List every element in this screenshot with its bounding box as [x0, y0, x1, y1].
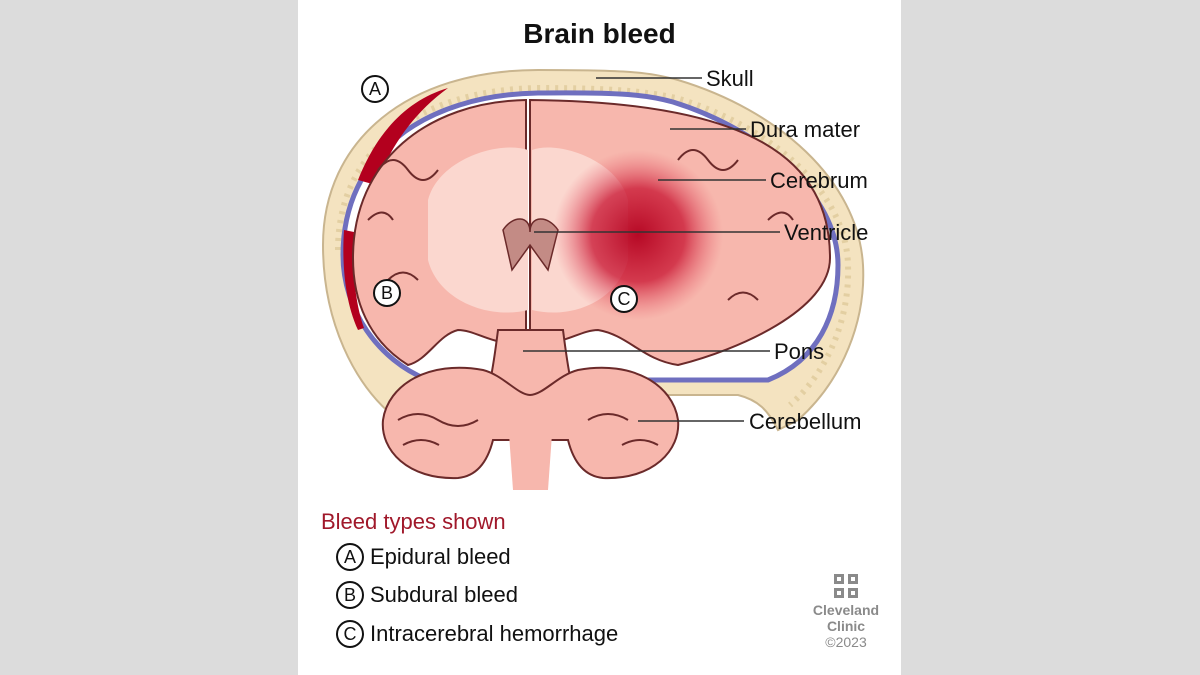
brand-copyright: ©2023 — [825, 634, 867, 650]
legend-text: Epidural bleed — [370, 544, 511, 569]
figure-canvas: Brain bleed — [298, 0, 901, 675]
legend-item-intracerebral: C Intracerebral hemorrhage — [336, 619, 618, 649]
cleveland-clinic-cross-icon — [834, 574, 858, 598]
label-cerebellum: Cerebellum — [749, 409, 862, 434]
epidural-bleed-shape — [358, 88, 448, 185]
cleveland-clinic-logo: Cleveland Clinic ©2023 — [798, 574, 894, 650]
label-ventricle: Ventricle — [784, 220, 869, 245]
brand-line2: Clinic — [826, 618, 866, 634]
legend-title: Bleed types shown — [321, 509, 506, 534]
legend-item-subdural: B Subdural bleed — [336, 580, 518, 610]
marker-b: B — [373, 279, 401, 307]
label-skull: Skull — [706, 66, 754, 91]
legend-letter: A — [336, 543, 364, 571]
legend-letter: B — [336, 581, 364, 609]
legend-text: Subdural bleed — [370, 582, 519, 607]
label-dura-mater: Dura mater — [750, 117, 861, 142]
legend-text: Intracerebral hemorrhage — [370, 621, 619, 646]
figure-title: Brain bleed — [523, 18, 676, 49]
legend-item-epidural: A Epidural bleed — [336, 542, 511, 572]
label-cerebrum: Cerebrum — [770, 168, 868, 193]
marker-c: C — [610, 285, 638, 313]
legend-letter: C — [336, 620, 364, 648]
brand-line1: Cleveland — [812, 602, 880, 618]
label-pons: Pons — [774, 339, 825, 364]
marker-a: A — [361, 75, 389, 103]
intracerebral-bleed-shape — [553, 150, 723, 320]
